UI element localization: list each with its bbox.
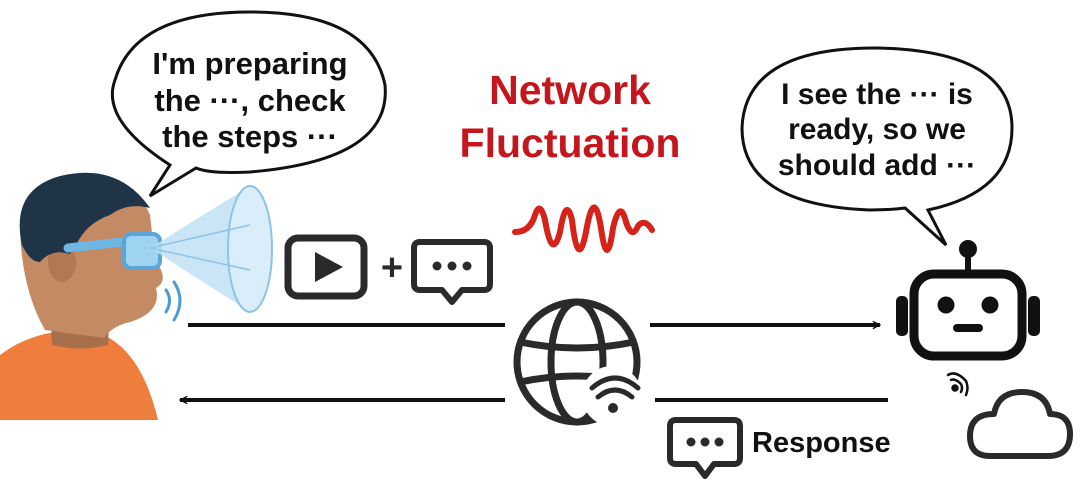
plus-sign: + [381, 247, 403, 289]
robot-speech-bubble [740, 46, 1014, 247]
sound-waves-icon [164, 280, 182, 322]
user-speech-line-1: I'm preparing [152, 46, 348, 81]
user-speech-bubble [110, 10, 387, 198]
title-line-1: Network [489, 67, 651, 113]
chat-bubble-icon [411, 239, 493, 305]
user-speech-line-3: the steps ··· [162, 119, 338, 155]
vision-cone-icon [149, 185, 273, 313]
robot-icon [896, 240, 1040, 361]
network-wave-icon [512, 204, 655, 253]
title-line-2: Fluctuation [459, 120, 681, 167]
robot-speech-line-2: ready, so we [788, 113, 966, 147]
wifi-icon [582, 366, 642, 426]
diagram-title: Network Fluctuation [405, 64, 735, 171]
response-label: Response [752, 427, 891, 459]
cloud-icon [967, 389, 1073, 459]
robot-signal-icon [946, 372, 969, 397]
video-play-icon [284, 234, 368, 300]
user-speech-line-2: the ···, check [154, 82, 346, 118]
robot-speech-line-3: should add ··· [777, 148, 977, 182]
robot-speech-line-1: I see the ··· is [781, 78, 973, 111]
response-chat-icon [667, 417, 743, 479]
robot-speech-text: I see the ··· is ready, so we should add… [752, 77, 1002, 183]
user-speech-text: I'm preparing the ···, check the steps ·… [120, 46, 380, 156]
user-avatar [0, 172, 163, 420]
